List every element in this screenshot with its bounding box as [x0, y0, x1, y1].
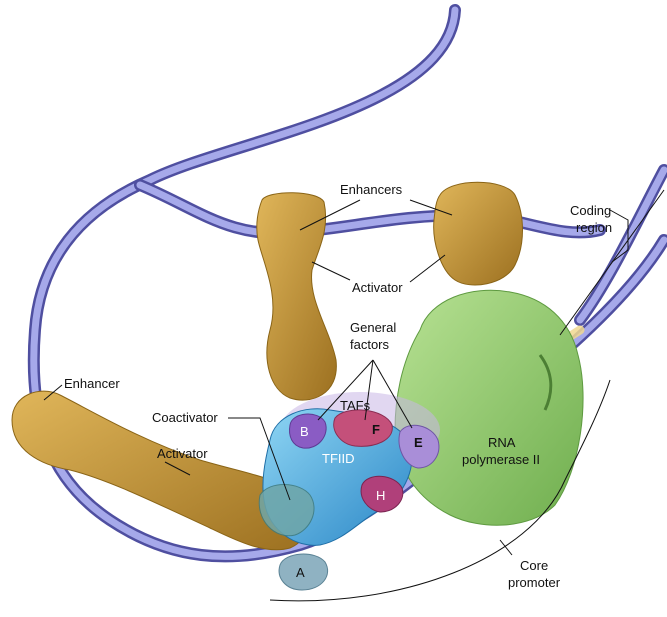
label-enhancer: Enhancer [64, 376, 120, 391]
activator-top-right [434, 182, 523, 285]
label-core-line2: promoter [508, 575, 561, 590]
label-factor-f: F [372, 422, 380, 437]
label-coding-line2: region [576, 220, 612, 235]
label-general-line1: General [350, 320, 396, 335]
label-factor-h: H [376, 488, 385, 503]
label-general-line2: factors [350, 337, 390, 352]
label-coding-line1: Coding [570, 203, 611, 218]
label-activator-top: Activator [352, 280, 403, 295]
label-tafs: TAFs [340, 398, 371, 413]
label-rna-line1: RNA [488, 435, 516, 450]
label-tfiid: TFIID [322, 451, 355, 466]
label-factor-e: E [414, 435, 423, 450]
label-enhancers: Enhancers [340, 182, 403, 197]
label-factor-a: A [296, 565, 305, 580]
label-activator-left: Activator [157, 446, 208, 461]
label-factor-b: B [300, 424, 309, 439]
label-rna-line2: polymerase II [462, 452, 540, 467]
label-coactivator: Coactivator [152, 410, 218, 425]
activator-top-left [257, 193, 337, 400]
label-core-line1: Core [520, 558, 548, 573]
